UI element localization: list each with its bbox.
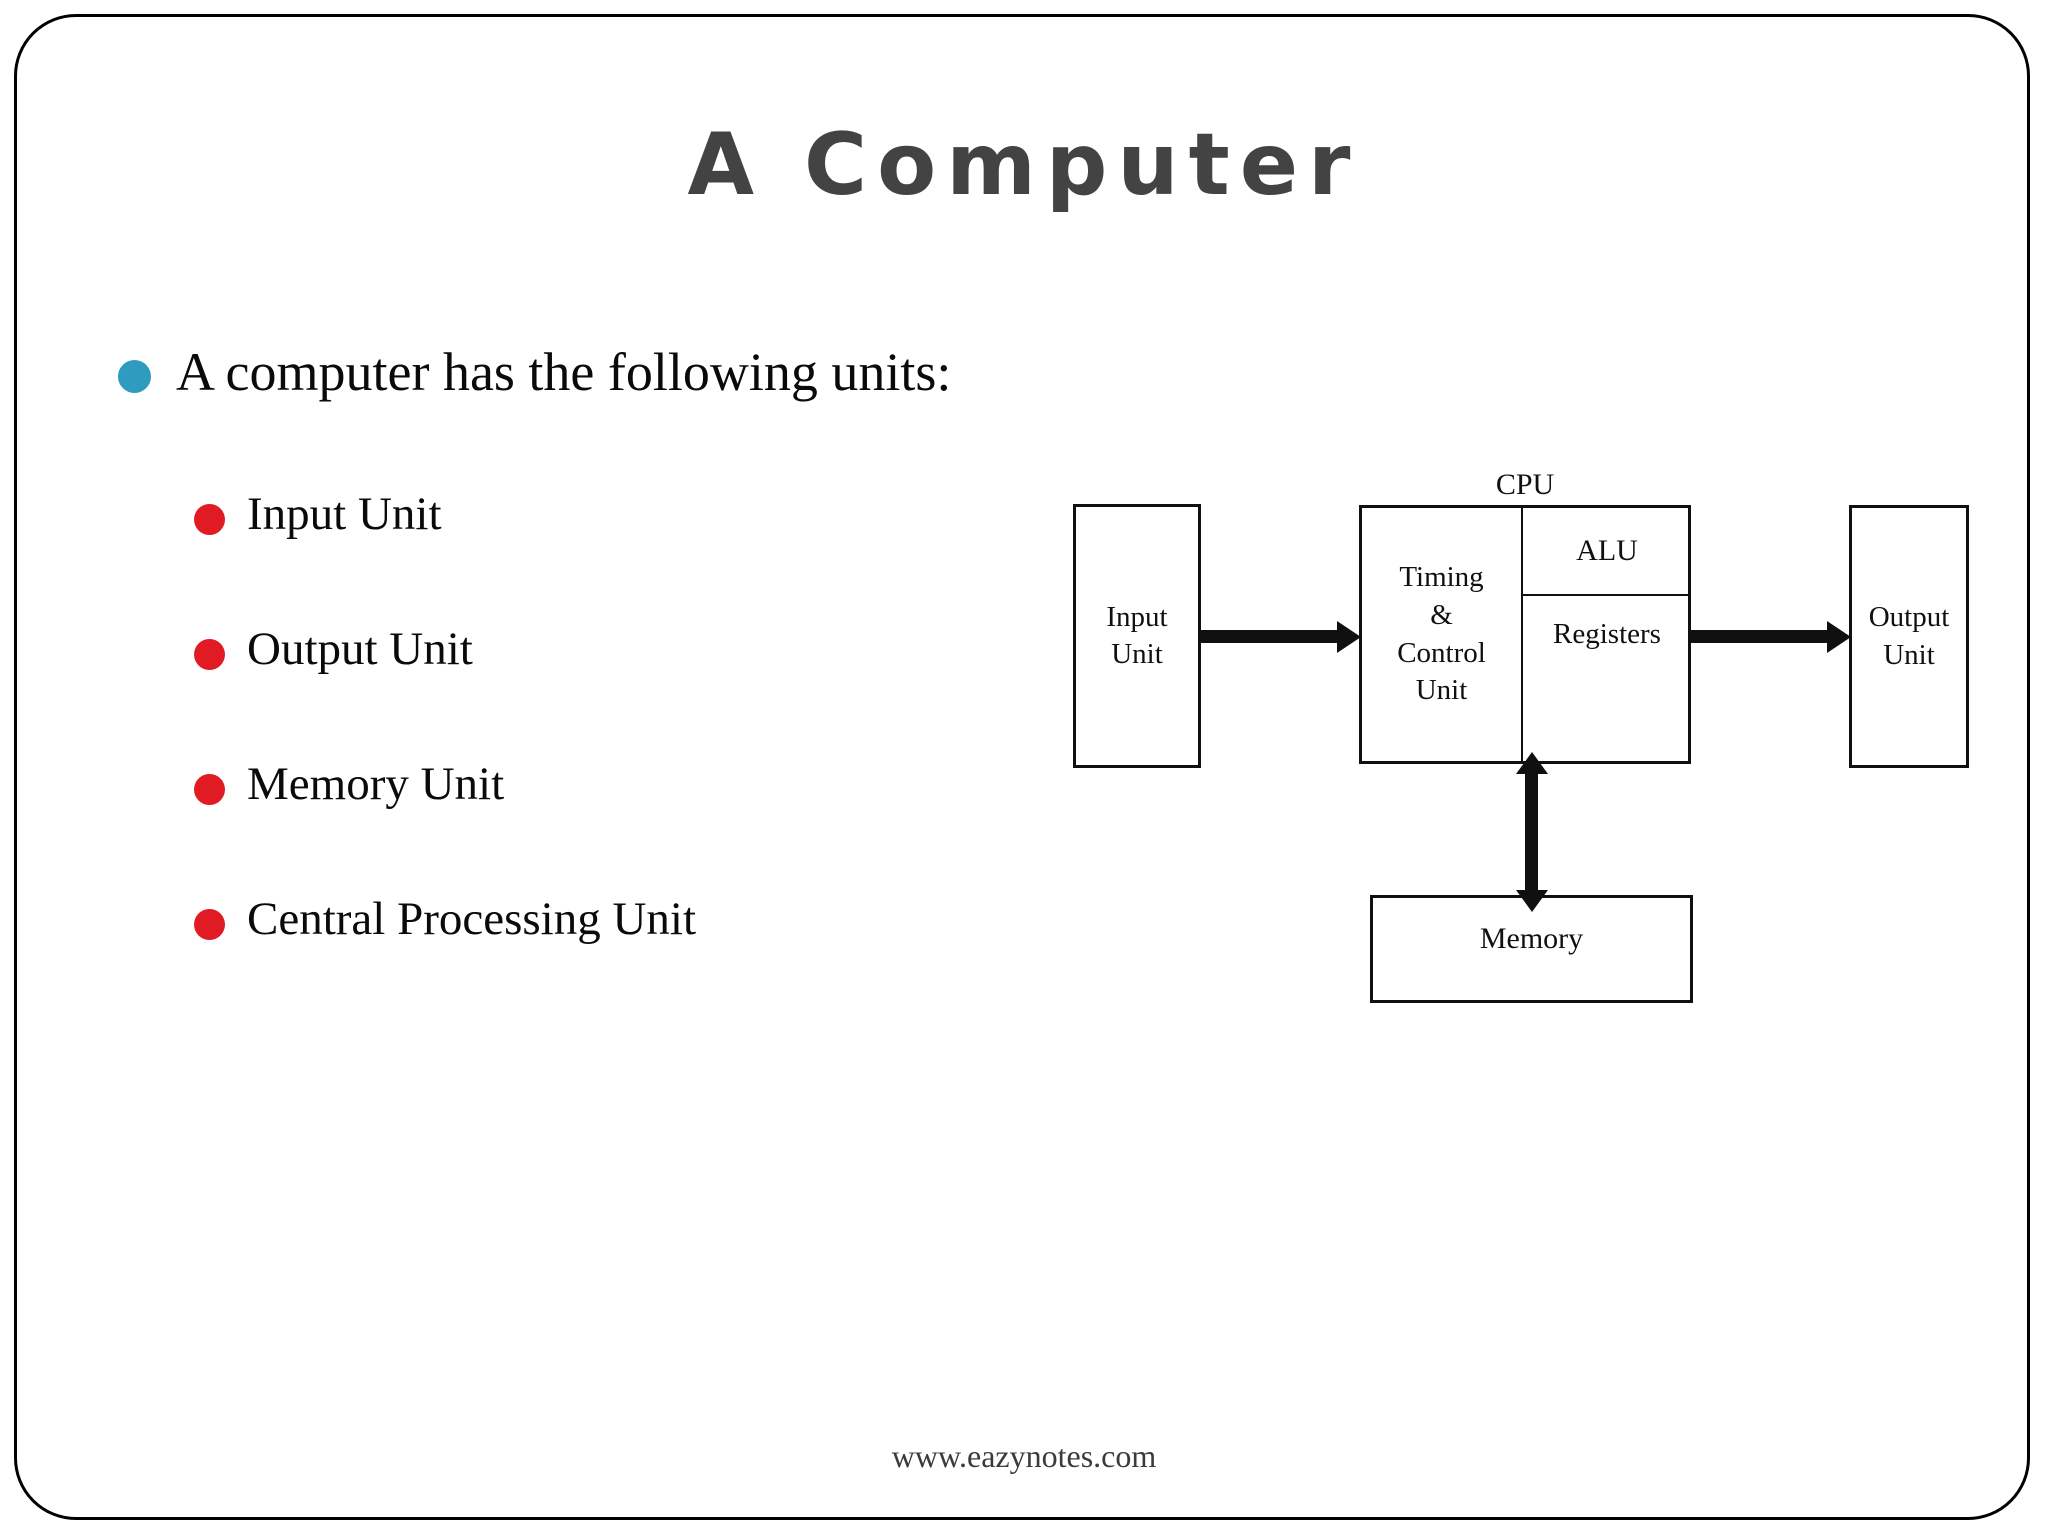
output-unit-line2: Unit	[1883, 638, 1935, 671]
list-item: Output Unit	[194, 623, 473, 675]
control-unit-line4: Unit	[1415, 674, 1468, 707]
control-unit-line1: Timing	[1399, 561, 1484, 594]
arrow-cpu-memory-bidirectional-icon	[1525, 772, 1538, 892]
red-bullet-icon	[194, 639, 225, 670]
footer-url: www.eazynotes.com	[891, 1438, 1157, 1474]
list-item-label: Memory Unit	[247, 758, 505, 810]
red-bullet-icon	[194, 909, 225, 940]
output-unit-line1: Output	[1868, 601, 1950, 634]
cpu-right-column: ALU Registers	[1523, 508, 1691, 761]
list-item-label: Central Processing Unit	[247, 893, 697, 945]
computer-architecture-diagram: CPU Input Unit Timing & Control Unit ALU…	[1060, 460, 2020, 1040]
arrow-cpu-to-output-icon	[1691, 630, 1829, 643]
list-item-label: Output Unit	[247, 623, 473, 675]
bullet-lead-label: A computer has the following units:	[176, 342, 952, 402]
input-unit-text: Input Unit	[1106, 599, 1167, 673]
red-bullet-icon	[194, 774, 225, 805]
input-unit-box: Input Unit	[1073, 504, 1201, 768]
list-item: Input Unit	[194, 488, 442, 540]
list-item: Central Processing Unit	[194, 893, 697, 945]
timing-control-unit-box: Timing & Control Unit	[1362, 508, 1523, 761]
control-unit-line3: Control	[1397, 636, 1486, 669]
memory-box: Memory	[1370, 895, 1693, 1003]
output-unit-text: Output Unit	[1869, 599, 1950, 673]
cpu-label: CPU	[1495, 468, 1555, 501]
input-unit-line2: Unit	[1111, 638, 1163, 670]
registers-box: Registers	[1553, 618, 1661, 650]
control-unit-line2: &	[1430, 598, 1453, 631]
page-title: A Computer	[687, 115, 1361, 215]
output-unit-box: Output Unit	[1849, 505, 1969, 768]
teal-bullet-icon	[118, 360, 151, 393]
red-bullet-icon	[194, 504, 225, 535]
timing-control-unit-text: Timing & Control Unit	[1397, 559, 1486, 710]
list-item-label: Input Unit	[247, 488, 442, 540]
list-item: Memory Unit	[194, 758, 505, 810]
bullet-lead: A computer has the following units:	[118, 344, 951, 401]
cpu-box: Timing & Control Unit ALU Registers	[1359, 505, 1691, 764]
bullet-list: A computer has the following units: Inpu…	[118, 344, 951, 945]
arrow-input-to-cpu-icon	[1201, 630, 1339, 643]
input-unit-line1: Input	[1106, 600, 1168, 633]
alu-box: ALU	[1523, 508, 1691, 596]
